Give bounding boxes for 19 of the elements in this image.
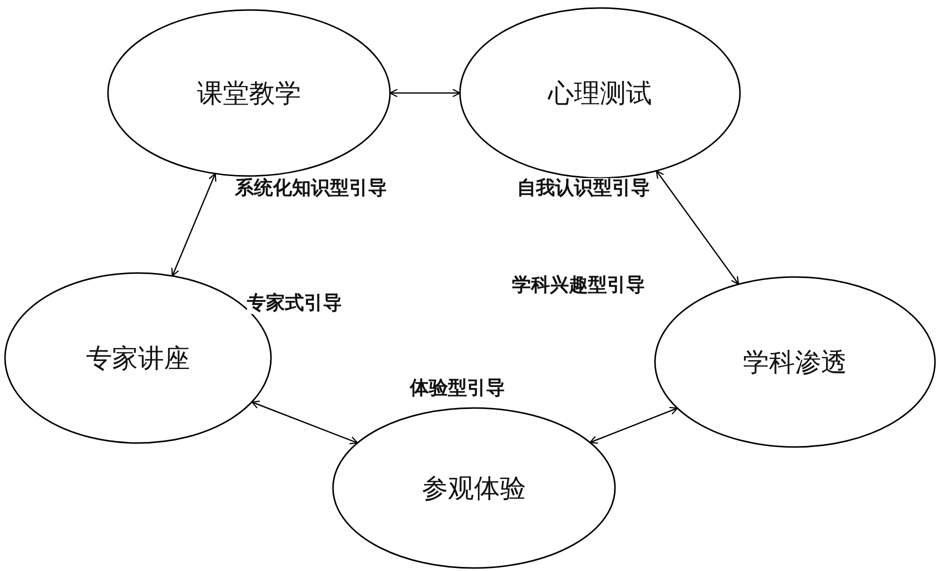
guidance-label: 系统化知识型引导: [235, 178, 387, 199]
double-arrow: [171, 173, 216, 276]
guidance-label: 专家式引导: [247, 293, 342, 314]
node-label: 参观体验: [422, 472, 526, 506]
node-label: 专家讲座: [86, 342, 190, 376]
node-label: 心理测试: [548, 78, 652, 110]
ellipse-node: [654, 276, 936, 448]
guidance-label: 自我认识型引导: [517, 178, 650, 199]
double-arrow: [656, 170, 740, 285]
ellipse-node: [332, 407, 616, 569]
node-label: 课堂教学: [197, 78, 301, 110]
ellipse-node: [107, 9, 391, 177]
double-arrow: [251, 400, 358, 444]
guidance-label: 学科兴趣型引导: [512, 275, 645, 296]
double-arrow: [389, 88, 461, 98]
node-label: 学科渗透: [743, 346, 847, 380]
ellipse-node: [459, 7, 741, 179]
double-arrow: [589, 406, 678, 444]
guidance-label: 体验型引导: [410, 378, 505, 399]
